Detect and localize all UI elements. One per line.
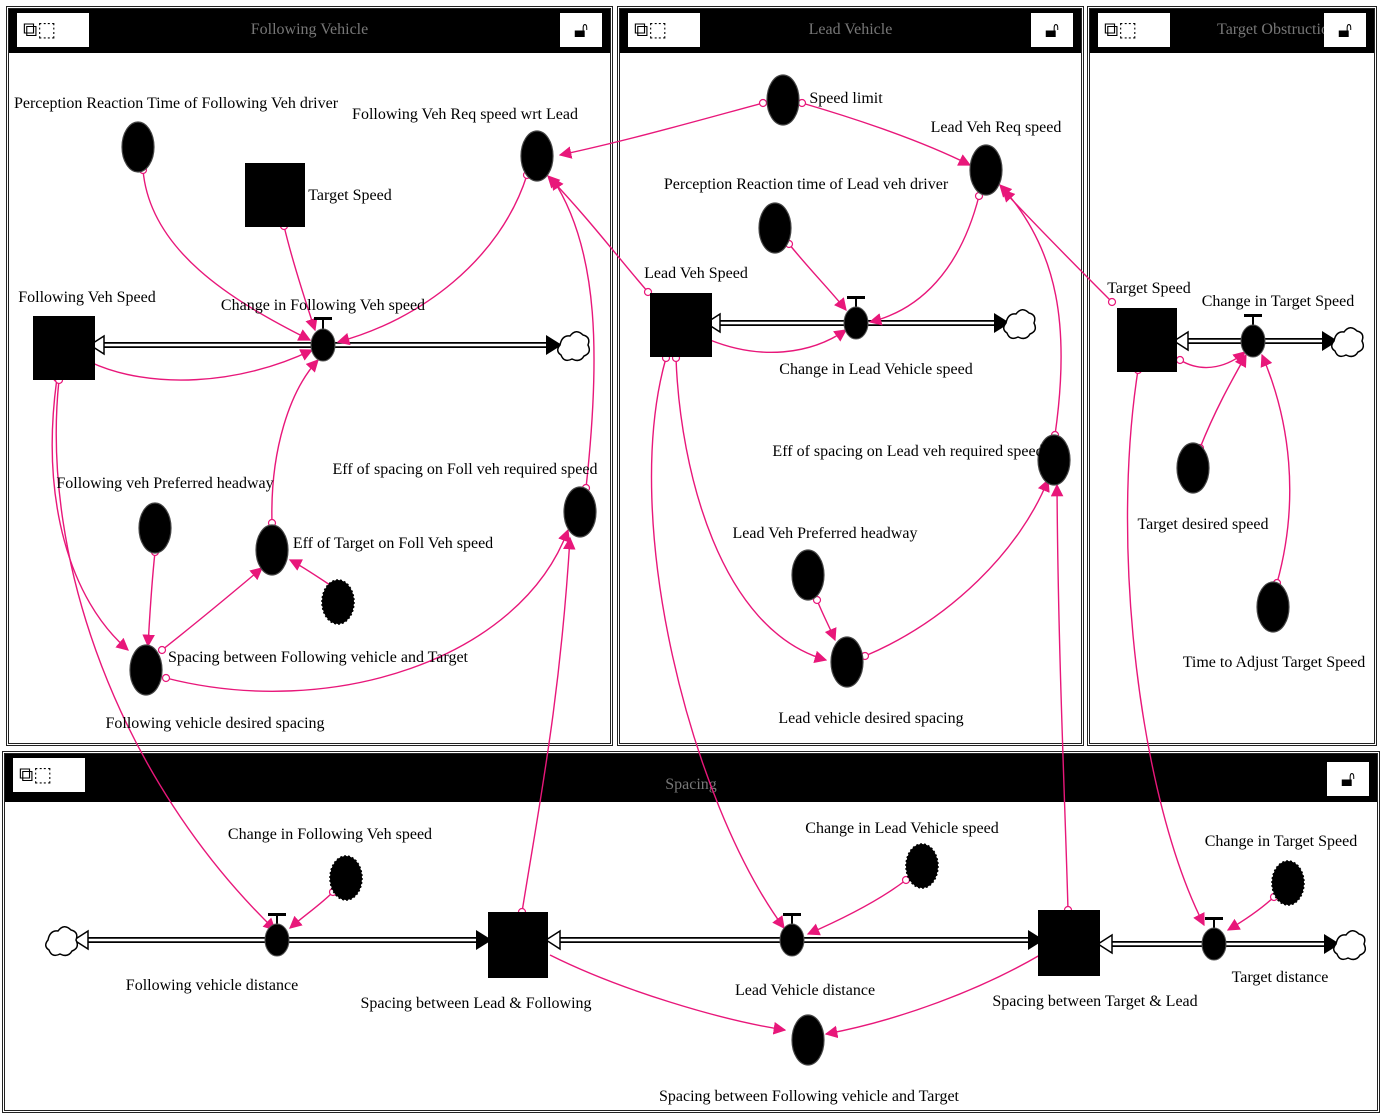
- labels: Perception Reaction Time of Following Ve…: [14, 90, 1365, 1105]
- label-sp-spacing-following-target: Spacing between Following vehicle and Ta…: [659, 1088, 960, 1105]
- sector-following-vehicle: ⧉⬚ Following Vehicle 🔓︎: [6, 6, 613, 746]
- connector-origins: [52, 98, 1282, 917]
- label-following-req-speed: Following Veh Req speed wrt Lead: [352, 106, 578, 123]
- sector-title: Spacing: [665, 776, 717, 793]
- label-sp-change-target: Change in Target Speed: [1205, 833, 1357, 850]
- sector-title-bar: ⧉⬚ Lead Vehicle 🔓︎: [620, 9, 1081, 53]
- label-following-pref-headway: Following veh Preferred headway: [56, 475, 273, 492]
- stock-spacing-lead-following[interactable]: [488, 912, 548, 978]
- label-change-target-speed: Change in Target Speed: [1202, 293, 1354, 310]
- converter-spacing-following-target[interactable]: [129, 644, 163, 696]
- valve-change-following-speed[interactable]: [310, 317, 336, 362]
- cloud-icon: [1003, 309, 1037, 340]
- sector-tools-icon[interactable]: ⧉⬚: [17, 13, 89, 47]
- sector-tools-icon[interactable]: ⧉⬚: [1098, 13, 1170, 47]
- label-eff-spacing-lead: Eff of spacing on Lead veh required spee…: [772, 443, 1043, 460]
- valve-lead-distance[interactable]: [779, 913, 805, 957]
- converter-time-adjust-target[interactable]: [1256, 581, 1290, 633]
- label-target-desired-speed: Target desired speed: [1138, 516, 1269, 533]
- connectors: [51, 102, 1291, 1039]
- valve-change-lead-speed[interactable]: [843, 296, 869, 340]
- sector-title: Lead Vehicle: [808, 21, 893, 38]
- label-eff-target-foll: Eff of Target on Foll Veh speed: [293, 535, 493, 552]
- sector-tools-icon[interactable]: ⧉⬚: [628, 13, 700, 47]
- converters: [121, 74, 1290, 1066]
- label-spacing-lead-following: Spacing between Lead & Following: [360, 995, 591, 1012]
- flow-following-speed: [88, 334, 562, 356]
- label-lead-desired-spacing: Lead vehicle desired spacing: [778, 710, 963, 727]
- valve-target-distance[interactable]: [1201, 917, 1227, 961]
- label-change-following-speed: Change in Following Veh speed: [221, 297, 425, 314]
- ghost-change-lead-speed[interactable]: [905, 843, 939, 889]
- converter-eff-target-foll[interactable]: [255, 524, 289, 576]
- label-change-lead-speed: Change in Lead Vehicle speed: [779, 361, 972, 378]
- sector-title-bar: ⧉⬚ Target Obstruction 🔓︎: [1090, 9, 1374, 53]
- lock-icon[interactable]: 🔓︎: [1324, 13, 1366, 47]
- label-spacing-target-lead: Spacing between Target & Lead: [992, 993, 1197, 1010]
- valve-change-target-speed[interactable]: [1240, 314, 1266, 358]
- label-sp-change-following: Change in Following Veh speed: [228, 826, 432, 843]
- ghost-converters: [321, 579, 1305, 906]
- ghost-target-speed[interactable]: [321, 579, 355, 625]
- cloud-icon: [1331, 327, 1365, 358]
- converter-lead-req-speed[interactable]: [969, 144, 1003, 196]
- lock-icon[interactable]: 🔓︎: [1031, 13, 1073, 47]
- sector-target-obstruction: ⧉⬚ Target Obstruction 🔓︎: [1087, 6, 1377, 746]
- sector-title-bar: ⧉⬚ Spacing 🔓︎: [5, 754, 1377, 802]
- label-time-adjust-target: Time to Adjust Target Speed: [1183, 654, 1366, 671]
- converter-following-pref-headway[interactable]: [138, 502, 172, 554]
- converter-sp-spacing-following-target[interactable]: [791, 1014, 825, 1066]
- sector-title: Target Obstruction: [1217, 21, 1337, 38]
- label-spacing-following-target: Spacing between Following vehicle and Ta…: [168, 649, 469, 666]
- label-perception-lead: Perception Reaction time of Lead veh dri…: [664, 176, 949, 193]
- label-speed-limit: Speed limit: [809, 90, 883, 107]
- ghost-change-target-speed[interactable]: [1271, 860, 1305, 906]
- flow-spacing-row: [72, 929, 1340, 955]
- converter-speed-limit[interactable]: [766, 74, 800, 126]
- label-sp-change-lead: Change in Lead Vehicle speed: [805, 820, 998, 837]
- label-target-speed-following: Target Speed: [308, 187, 391, 204]
- label-lead-pref-headway: Lead Veh Preferred headway: [733, 525, 918, 542]
- sector-title-bar: ⧉⬚ Following Vehicle 🔓︎: [9, 9, 610, 53]
- converter-eff-spacing-foll[interactable]: [563, 486, 597, 538]
- sector-tools-icon[interactable]: ⧉⬚: [13, 758, 85, 792]
- stock-following-veh-speed[interactable]: [33, 316, 95, 380]
- label-following-veh-speed: Following Veh Speed: [18, 289, 155, 306]
- converter-perception-following[interactable]: [121, 121, 155, 173]
- label-following-desired-spacing: Following vehicle desired spacing: [105, 715, 324, 732]
- cloud-icon: [45, 926, 79, 957]
- converter-eff-spacing-lead[interactable]: [1037, 434, 1071, 486]
- converter-following-req-speed[interactable]: [520, 130, 554, 182]
- valve-following-distance[interactable]: [264, 913, 290, 957]
- sector-lead-vehicle: ⧉⬚ Lead Vehicle 🔓︎: [617, 6, 1084, 746]
- label-eff-spacing-foll: Eff of spacing on Foll veh required spee…: [333, 461, 598, 478]
- converter-target-desired-speed[interactable]: [1176, 442, 1210, 494]
- label-target-distance: Target distance: [1232, 969, 1329, 986]
- sector-spacing: ⧉⬚ Spacing 🔓︎: [2, 751, 1380, 1113]
- converter-perception-lead[interactable]: [758, 202, 792, 254]
- label-lead-veh-speed: Lead Veh Speed: [644, 265, 748, 282]
- stock-target-speed-following[interactable]: [245, 163, 305, 227]
- converter-lead-desired-spacing[interactable]: [830, 636, 864, 688]
- ghost-change-following-speed[interactable]: [329, 855, 363, 901]
- label-following-distance: Following vehicle distance: [126, 977, 298, 994]
- lock-icon[interactable]: 🔓︎: [560, 13, 602, 47]
- stock-spacing-target-lead[interactable]: [1038, 910, 1100, 976]
- lock-icon[interactable]: 🔓︎: [1327, 762, 1369, 796]
- stock-target-speed[interactable]: [1117, 308, 1177, 372]
- label-target-speed-stock: Target Speed: [1107, 280, 1190, 297]
- label-lead-distance: Lead Vehicle distance: [735, 982, 875, 999]
- label-lead-req-speed: Lead Veh Req speed: [931, 119, 1062, 136]
- converter-lead-pref-headway[interactable]: [791, 549, 825, 601]
- stock-lead-veh-speed[interactable]: [650, 293, 712, 357]
- sector-title: Following Vehicle: [250, 21, 369, 38]
- label-perception-following: Perception Reaction Time of Following Ve…: [14, 95, 339, 112]
- cloud-icon: [557, 331, 591, 362]
- cloud-icon: [1333, 930, 1367, 961]
